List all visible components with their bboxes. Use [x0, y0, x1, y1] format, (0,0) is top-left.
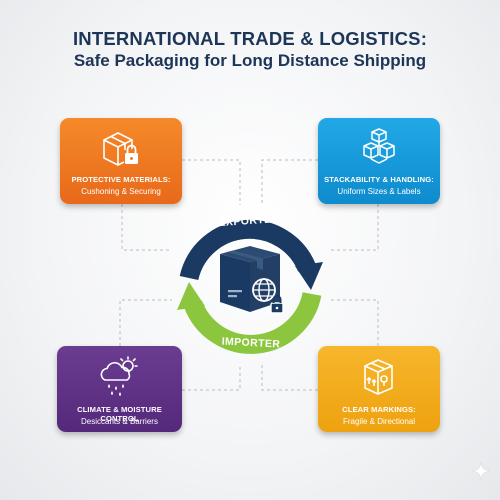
- card-title: CLIMATE & MOISTURE CONTROL: [77, 405, 162, 423]
- card-title: CLEAR MARKINGS:: [342, 405, 416, 414]
- importer-arrow: [184, 291, 322, 354]
- card-clear-markings: CLEAR MARKINGS: Fragile & Directional: [318, 346, 440, 432]
- exporter-arrow: [179, 219, 316, 281]
- stacked-boxes-icon: [318, 128, 440, 168]
- cloud-rain-sun-icon: [57, 356, 182, 396]
- card-climate-moisture-control: CLIMATE & MOISTURE CONTROL Desiccants & …: [57, 346, 182, 432]
- main-title: INTERNATIONAL TRADE & LOGISTICS:: [72, 28, 428, 49]
- fragile-box-icon: [318, 356, 440, 396]
- card-title: STACKABILITY & HANDLING:: [324, 175, 434, 184]
- card-subtitle: Cushoning & Securing: [81, 187, 161, 196]
- card-title: PROTECTIVE MATERIALS:: [71, 175, 171, 184]
- card-subtitle: Uniform Sizes & Labels: [337, 187, 421, 196]
- box-lock-icon: [60, 128, 182, 168]
- card-subtitle: Fragile & Directional: [342, 417, 416, 426]
- subtitle: Safe Packaging for Long Distance Shippin…: [73, 51, 427, 70]
- exporter-arrowhead: [295, 262, 323, 290]
- card-protective-materials: PROTECTIVE MATERIALS: Cushoning & Securi…: [60, 118, 182, 204]
- sparkle-icon: [472, 462, 490, 480]
- exporter-importer-cycle: [177, 219, 323, 354]
- card-stackability-handling: STACKABILITY & HANDLING: Uniform Sizes &…: [318, 118, 440, 204]
- importer-arrowhead: [177, 282, 205, 310]
- card-subtitle: Desiccants & Barriers: [81, 417, 158, 426]
- package-globe-lock-icon: [220, 246, 284, 314]
